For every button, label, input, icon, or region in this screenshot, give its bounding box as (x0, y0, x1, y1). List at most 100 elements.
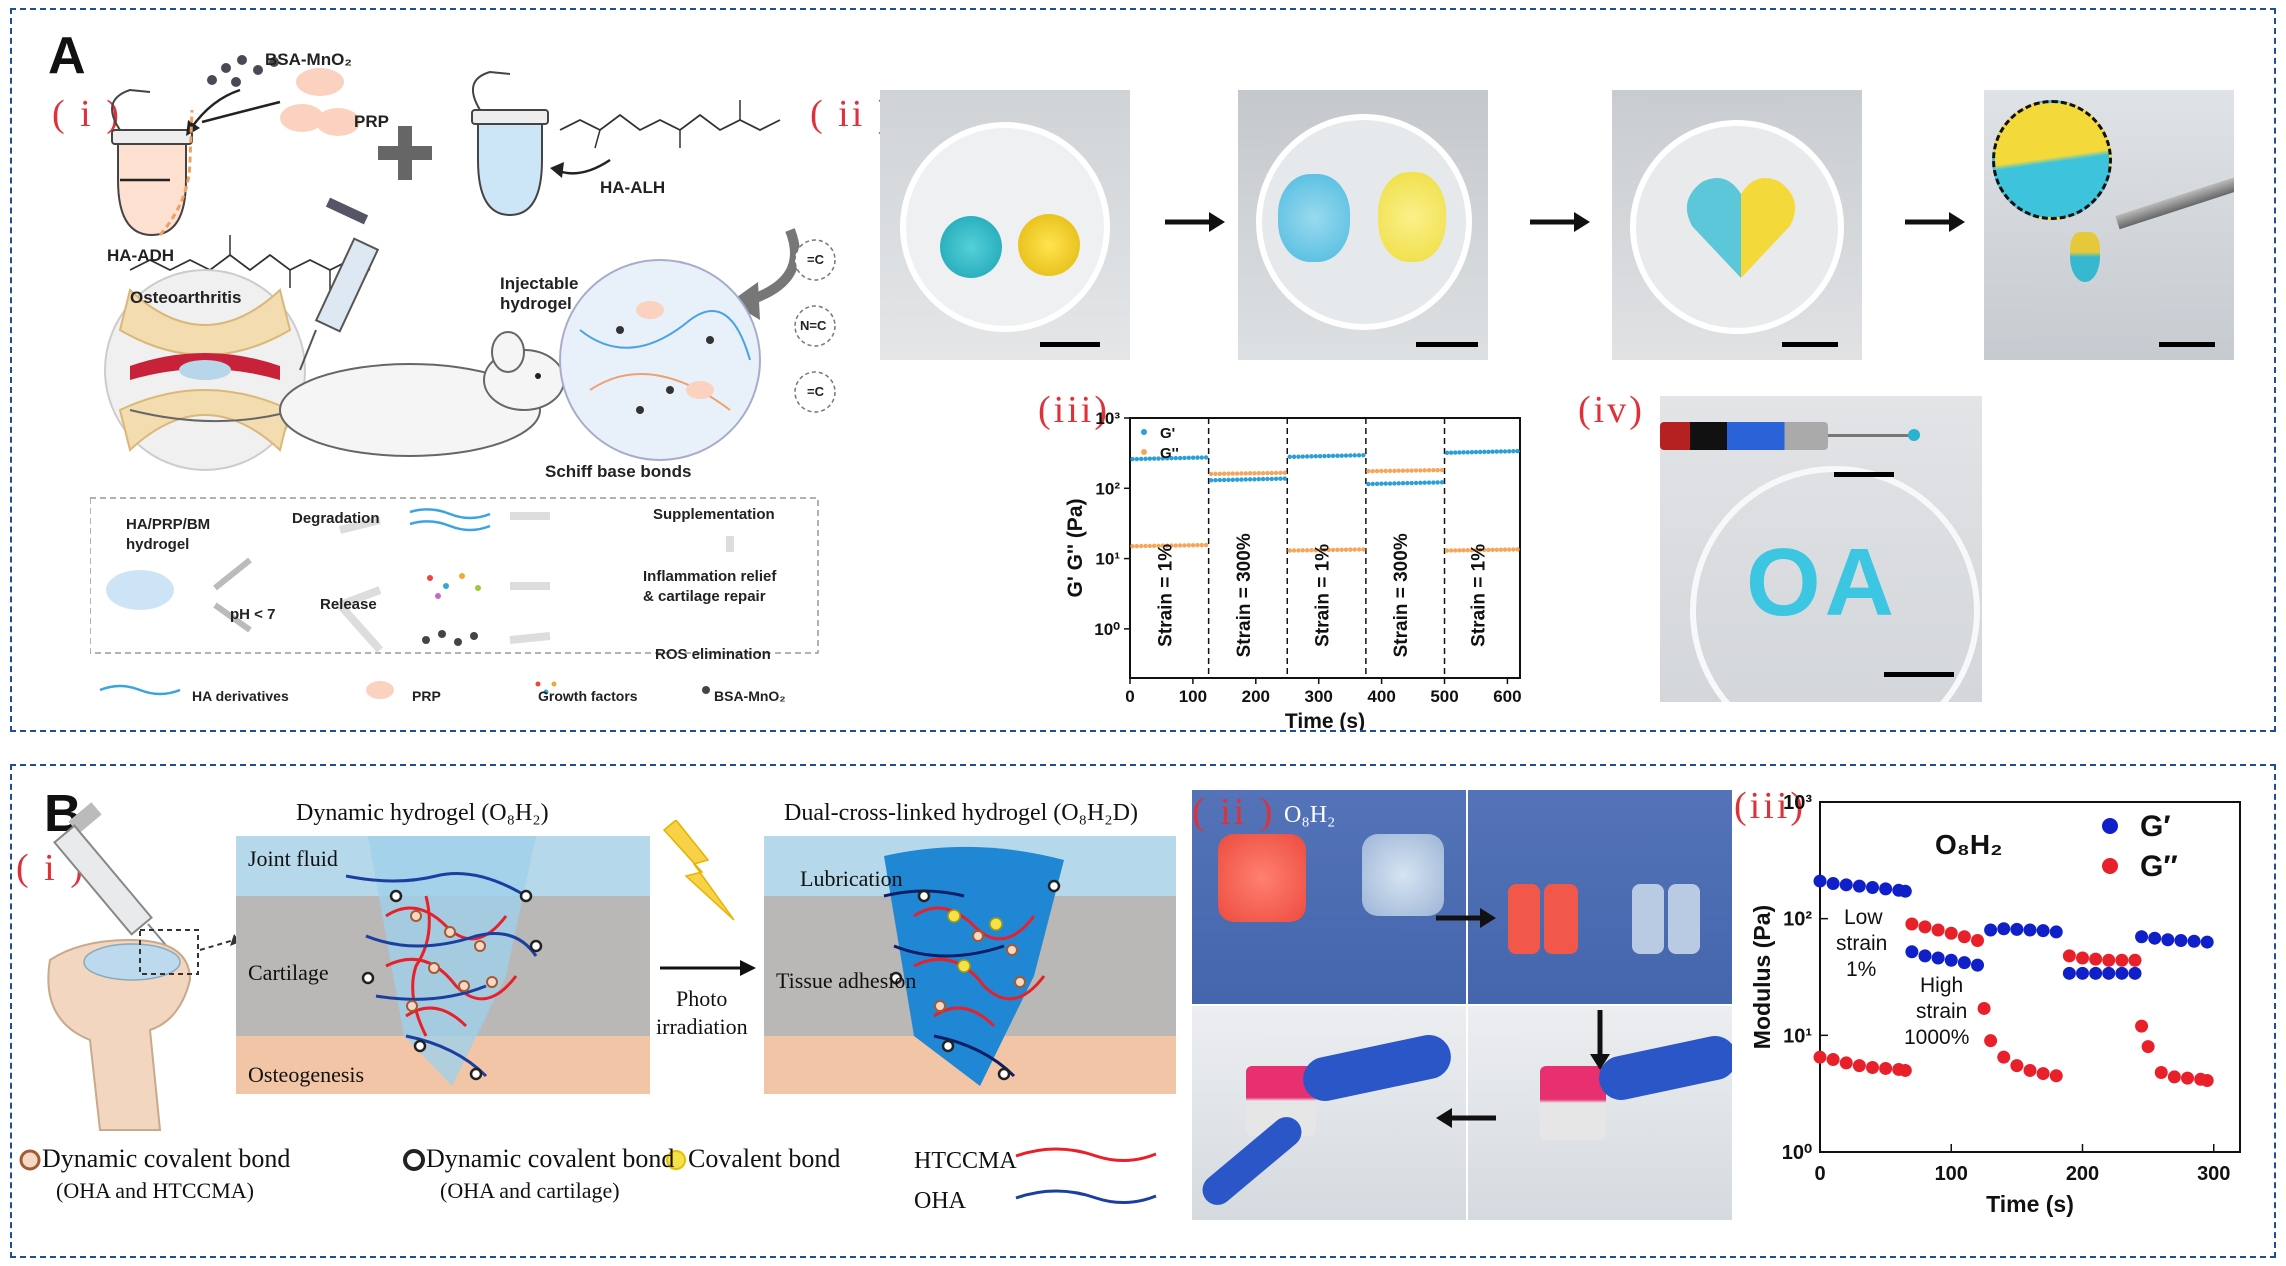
flow-ph: pH < 7 (230, 606, 276, 623)
chart-b-point-gdoubleprime (2036, 1067, 2050, 1081)
chart-b-point-gprime (2023, 923, 2037, 937)
hydrogel-network-circle (559, 239, 836, 461)
chart-b-point-gdoubleprime (2181, 1071, 2194, 1085)
chart-b-xtick-label: 200 (2066, 1163, 2099, 1185)
chart-a-strain-label: Strain = 1% (1155, 544, 1176, 647)
chart-b-ytick-label: 10³ (1783, 792, 1812, 814)
chart-a-point-gprime (1326, 453, 1331, 459)
chart-b-legend-label: G″ (2140, 850, 2178, 883)
chart-a-point-gdoubleprime (1374, 468, 1380, 474)
photo-tweezer-hydrogel (1984, 90, 2234, 360)
chart-a-point-gprime (1339, 453, 1344, 458)
chart-a-point-gprime (1260, 476, 1266, 482)
legend-htccma: HTCCMA (914, 1148, 1017, 1174)
chart-b-point-gprime (2161, 933, 2175, 947)
arrow-right-icon (1530, 212, 1590, 232)
chart-a-point-gdoubleprime (1366, 469, 1371, 474)
chart-a-point-gdoubleprime (1444, 548, 1450, 553)
chart-a-strain-label: Strain = 300% (1391, 533, 1412, 657)
chart-a-point-gdoubleprime (1195, 543, 1200, 548)
chart-a-point-gdoubleprime (1309, 548, 1314, 553)
chart-b-legend-label: G′ (2140, 810, 2171, 843)
chart-a-point-gdoubleprime (1400, 468, 1406, 473)
chart-b-point-gprime (1957, 956, 1971, 970)
chart-b-xtick-label: 100 (1935, 1163, 1968, 1185)
chart-a-point-gprime (1405, 480, 1410, 486)
chart-a-point-gdoubleprime (1208, 471, 1214, 477)
label-tissue-adhesion: Tissue adhesion (776, 968, 917, 993)
chart-a-point-gprime (1296, 454, 1301, 459)
tube-ha-adh (111, 88, 193, 237)
chart-a-point-gprime (1461, 450, 1466, 455)
chart-a-ytick-label: 10² (1095, 479, 1120, 498)
chart-a-point-gdoubleprime (1339, 547, 1344, 552)
chart-b-point-gdoubleprime (1918, 920, 1932, 934)
label-prp: PRP (354, 112, 389, 131)
arrow-right-icon (660, 960, 756, 976)
chart-a-point-gprime (1511, 448, 1516, 454)
chart-a-point-gprime (1418, 480, 1423, 486)
chart-a-point-gdoubleprime (1147, 543, 1153, 549)
chart-a-point-gdoubleprime (1134, 543, 1140, 549)
chart-a-point-gprime (1374, 481, 1380, 487)
panel-a (10, 8, 2276, 732)
chart-a-point-gprime (1453, 450, 1458, 455)
chart-a-point-gdoubleprime (1256, 471, 1261, 476)
chart-a-point-gdoubleprime (1494, 547, 1499, 552)
chart-a-point-gprime (1348, 453, 1353, 458)
chart-a-point-gdoubleprime (1317, 547, 1323, 553)
dynamic-hydrogel-title: Dynamic hydrogel (O₈H₂) (296, 800, 549, 826)
flow-inflammation-1: Inflammation relief (643, 568, 777, 585)
chart-a-point-gprime (1482, 449, 1487, 455)
chart-a-point-gprime (1190, 455, 1196, 460)
knee-joint-illustration (104, 269, 306, 471)
chart-a-point-gprime (1156, 456, 1161, 461)
chart-a-point-gprime (1256, 476, 1261, 482)
chart-b-point-gdoubleprime (1905, 917, 1919, 931)
chart-a-point-gdoubleprime (1348, 547, 1353, 552)
flow-ros: ROS elimination (655, 646, 771, 663)
chart-a-xtick-label: 100 (1179, 687, 1207, 706)
chart-b-point-gprime (1839, 878, 1853, 892)
flow-hydrogel-name-1: HA/PRP/BM (126, 516, 211, 533)
chart-b-point-gdoubleprime (2141, 1040, 2155, 1054)
chart-a-point-gprime (1515, 448, 1520, 454)
label-bond-3: =C (807, 384, 824, 399)
chart-a-point-gdoubleprime (1186, 543, 1191, 548)
photo-petri-heart (1612, 90, 1862, 360)
chart-a-point-gprime (1356, 453, 1362, 458)
chart-a-point-gdoubleprime (1453, 548, 1458, 553)
chart-a-point-gdoubleprime (1439, 467, 1445, 473)
chart-a-strain-label: Strain = 1% (1468, 544, 1489, 647)
chart-a-point-gprime (1379, 481, 1384, 486)
panel-a-i-schematic (90, 55, 836, 699)
chart-a-point-gdoubleprime (1287, 548, 1292, 553)
chart-a-point-gdoubleprime (1387, 468, 1393, 474)
chart-a-point-gprime (1147, 456, 1153, 461)
chart-b-point-gprime (1826, 877, 1840, 891)
chart-a-point-gdoubleprime (1465, 548, 1470, 553)
chart-a-point-gdoubleprime (1282, 470, 1287, 476)
chart-a-xtick-label: 200 (1242, 687, 1270, 706)
flow-degradation: Degradation (292, 510, 380, 527)
chart-a-legend-label: G'' (1160, 445, 1179, 462)
chart-a-point-gprime (1230, 477, 1235, 482)
flow-inflammation-2: & cartilage repair (643, 588, 766, 605)
chart-a-point-gdoubleprime (1300, 548, 1305, 553)
chart-a-point-gdoubleprime (1506, 547, 1512, 552)
photo-b-hydrogel-cubes: ( ii ) O₈H₂ (1192, 790, 1732, 1220)
chart-a-point-gprime (1409, 480, 1414, 486)
chart-b-point-gprime (1866, 880, 1879, 894)
chart-b-frame (1819, 801, 2241, 1153)
chart-a-point-gprime (1498, 449, 1504, 454)
panel-a-ii-label: ( ii ) (810, 93, 894, 135)
tube-ha-alh (471, 70, 549, 217)
chart-a-point-gprime (1413, 480, 1419, 486)
chart-a-point-gprime (1477, 449, 1483, 455)
chart-b-point-gdoubleprime (2049, 1069, 2063, 1083)
chart-a-point-gdoubleprime (1469, 547, 1475, 553)
chart-a-point-gdoubleprime (1230, 471, 1235, 476)
chart-a-point-gdoubleprime (1143, 543, 1148, 549)
chart-b-ylabel: Modulus (Pa) (1749, 905, 1775, 1049)
chart-a-point-gdoubleprime (1422, 468, 1427, 473)
